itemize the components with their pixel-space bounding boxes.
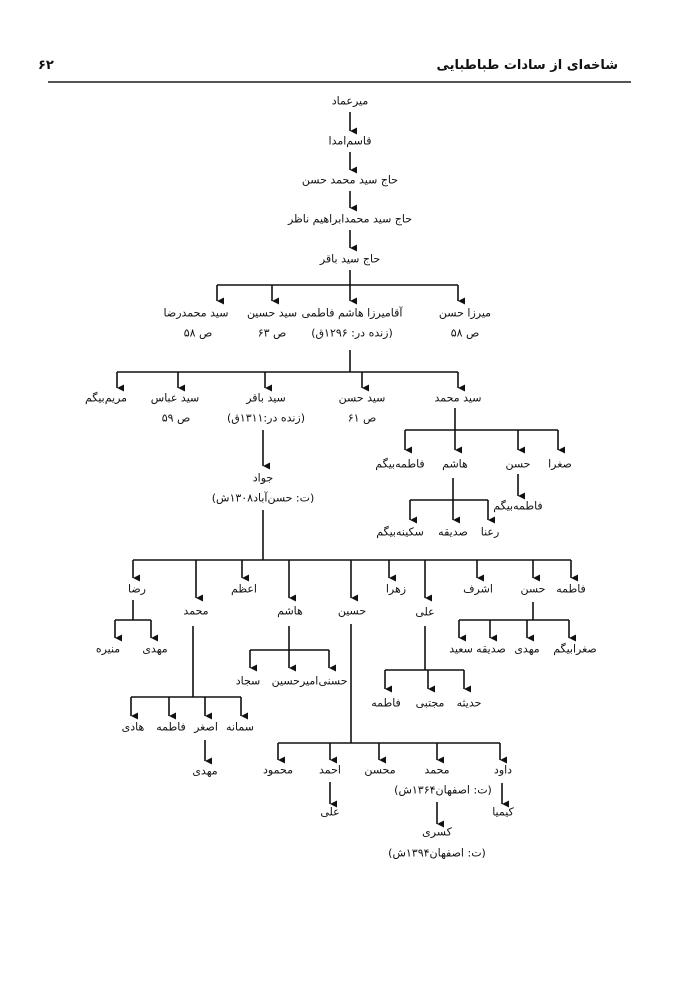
node-mirza-hasan: میرزا حسن bbox=[438, 306, 492, 320]
node-ali: علی bbox=[415, 605, 435, 619]
node-sedigheh: صدیقه bbox=[476, 642, 506, 656]
node-ashraf: اشرف bbox=[463, 582, 493, 596]
node-fatemeh-beygom: فاطمه‌بیگم bbox=[375, 457, 425, 471]
node-date: (زنده در: ۱۲۹۶ق) bbox=[311, 326, 393, 340]
node-date: (ت: اصفهان۱۳۹۴ش) bbox=[388, 846, 486, 860]
node-seyyed-hosein: سید حسین bbox=[246, 306, 298, 320]
node-sedigheh: صدیقه bbox=[438, 525, 468, 539]
node-ali: علی bbox=[320, 805, 340, 819]
node-kimia: کیمیا bbox=[492, 805, 514, 819]
page-ref: ص ۶۳ bbox=[257, 326, 287, 340]
node-hashem: هاشم bbox=[277, 604, 303, 618]
node-javad: جواد bbox=[252, 471, 274, 485]
node-monireh: منیره bbox=[95, 642, 121, 656]
node-saeed: سعید bbox=[449, 642, 473, 656]
node-haj-mohammad-ebrahim: حاج سید محمدابراهیم ناظر bbox=[287, 212, 413, 226]
page-ref: ص ۵۹ bbox=[161, 411, 191, 425]
node-hashem: هاشم bbox=[442, 457, 468, 471]
node-fatemeh: فاطمه bbox=[556, 582, 586, 596]
node-mahdi: مهدی bbox=[192, 764, 218, 778]
node-hosein: حسین bbox=[337, 604, 367, 618]
node-samaneh: سمانه bbox=[226, 720, 254, 734]
node-seyyed-abbas: سید عباس bbox=[150, 391, 200, 405]
page-ref: ص ۵۸ bbox=[183, 326, 213, 340]
page-number: ۶۲ bbox=[38, 58, 54, 73]
node-seyyed-mohammadreza: سید محمدرضا bbox=[163, 306, 229, 320]
node-date: (ت: اصفهان۱۳۶۴ش) bbox=[394, 783, 492, 797]
node-date: (ت: حسن‌آباد۱۳۰۸ش) bbox=[211, 491, 315, 505]
node-fatemeh: فاطمه bbox=[156, 720, 186, 734]
node-hadiseh: حدیثه bbox=[456, 696, 482, 710]
node-hasan: حسن bbox=[520, 582, 546, 596]
node-asghar: اصغر bbox=[194, 720, 218, 734]
node-mahdi: مهدی bbox=[142, 642, 168, 656]
running-header-title: شاخه‌ای از سادات طباطبایی bbox=[436, 58, 618, 73]
node-mir-emad: میرعماد bbox=[331, 94, 369, 108]
node-amirhosein: امیرحسین bbox=[271, 674, 319, 688]
node-ahmad: احمد bbox=[319, 763, 341, 777]
node-mohammad: محمد bbox=[183, 604, 209, 618]
node-sakineh-beygom: سکینه‌بیگم bbox=[376, 525, 424, 539]
node-date: (زنده در:۱۳۱۱ق) bbox=[226, 411, 306, 425]
node-mohammad: محمد bbox=[424, 763, 450, 777]
node-reza: رضا bbox=[127, 582, 147, 596]
node-davoud: داود bbox=[493, 763, 513, 777]
node-soghra: صغرا bbox=[548, 457, 572, 471]
node-mahdi: مهدی bbox=[514, 642, 540, 656]
node-seyyed-hasan: سید حسن bbox=[338, 391, 386, 405]
page-ref: ص ۶۱ bbox=[347, 411, 377, 425]
node-soghra-beygom: صغرابیگم bbox=[553, 642, 597, 656]
node-seyyed-mohammad: سید محمد bbox=[434, 391, 482, 405]
node-qasem: قاسم‌امدا bbox=[328, 134, 372, 148]
node-zahra: زهرا bbox=[385, 582, 407, 596]
header-rule bbox=[48, 81, 631, 83]
node-mahmoud: محمود bbox=[263, 763, 293, 777]
node-hasan: حسن bbox=[505, 457, 531, 471]
node-mohsen: محسن bbox=[364, 763, 396, 777]
node-aqamirza-hashem: آقامیرزا هاشم فاطمی bbox=[301, 306, 403, 320]
node-azam: اعظم bbox=[231, 582, 257, 596]
node-kasra: کسری bbox=[422, 825, 452, 839]
node-maryam-beygom: مریم‌بیگم bbox=[84, 391, 128, 405]
node-sajjad: سجاد bbox=[235, 674, 261, 688]
node-hadi: هادی bbox=[121, 720, 145, 734]
node-mojtaba: مجتبی bbox=[415, 696, 445, 710]
node-fatemeh-beygom: فاطمه‌بیگم bbox=[493, 499, 543, 513]
node-haj-mohammad-hasan: حاج سید محمد حسن bbox=[301, 173, 399, 187]
node-fatemeh: فاطمه bbox=[371, 696, 401, 710]
node-hosni: حسنی bbox=[318, 674, 348, 688]
node-haj-baqer: حاج سید باقر bbox=[319, 252, 381, 266]
page-ref: ص ۵۸ bbox=[450, 326, 480, 340]
node-seyyed-baqer: سید باقر bbox=[246, 391, 286, 405]
node-rana: رعنا bbox=[480, 525, 500, 539]
